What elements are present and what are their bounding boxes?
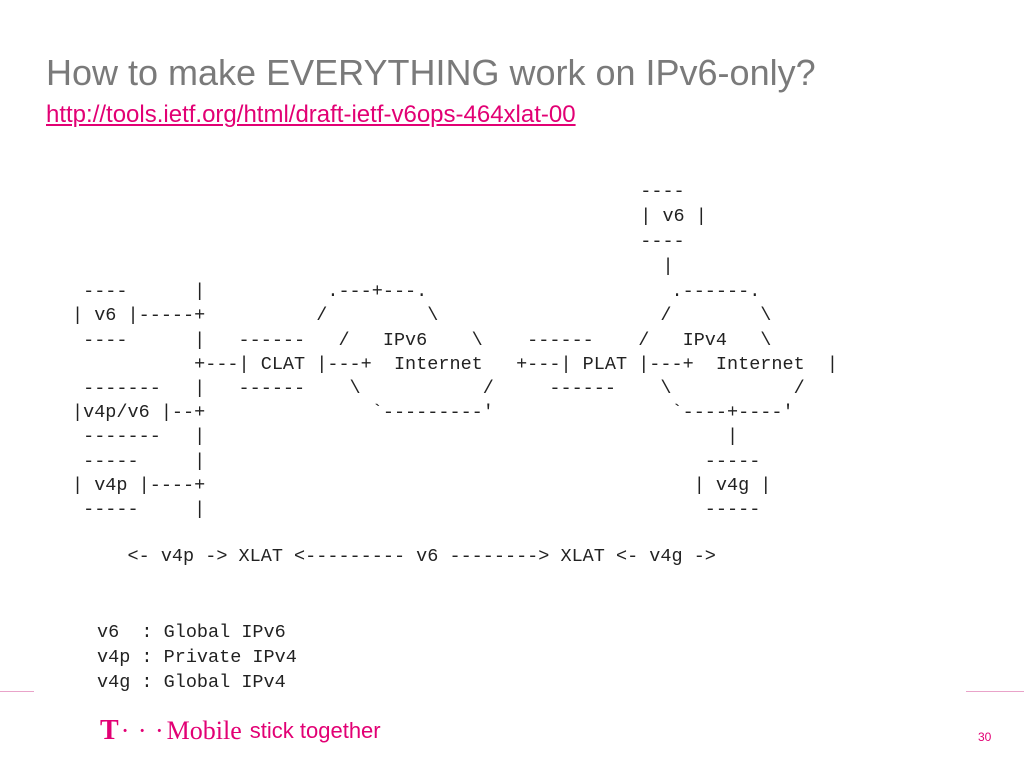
diagram-legend: v6 : Global IPv6 v4p : Private IPv4 v4g … [97, 620, 297, 695]
logo-tagline: stick together [249, 718, 381, 743]
diagram-line: ---- | ------ / IPv6 \ ------ / IPv4 \ [72, 330, 772, 351]
diagram-line: | v4p |----+ | v4g | [72, 475, 772, 496]
draft-link[interactable]: http://tools.ietf.org/html/draft-ietf-v6… [46, 101, 576, 128]
legend-item: v4g : Global IPv4 [97, 672, 286, 693]
logo-brand: Mobile [166, 716, 242, 745]
logo-dots: · · · [120, 716, 165, 745]
diagram-line: ---- [396, 181, 685, 202]
diagram-line: ---- [396, 231, 685, 252]
page-number: 30 [978, 730, 992, 744]
legend-item: v6 : Global IPv6 [97, 622, 286, 643]
diagram-line: | [396, 256, 674, 277]
legend-item: v4p : Private IPv4 [97, 647, 297, 668]
footer-divider-left [0, 691, 34, 692]
diagram-line: +---| CLAT |---+ Internet +---| PLAT |--… [72, 354, 839, 375]
diagram-line: ------- | ------ \ / ------ \ / [72, 378, 805, 399]
footer-divider-right [966, 691, 1024, 692]
diagram-line: ---- | .---+---. .------. [72, 281, 761, 302]
tmobile-logo: T · · · Mobile stick together [100, 715, 381, 746]
diagram-line: ----- | ----- [72, 451, 761, 472]
diagram-line: | v6 |-----+ / \ / \ [72, 305, 772, 326]
diagram-flow-line: <- v4p -> XLAT <--------- v6 --------> X… [72, 546, 716, 567]
diagram-line: ----- | ----- [72, 499, 761, 520]
slide-title: How to make EVERYTHING work on IPv6-only… [46, 52, 816, 93]
logo-t-mark: T [100, 715, 119, 746]
diagram-line: |v4p/v6 |--+ `---------' `----+----' [72, 402, 794, 423]
diagram-line: | v6 | [396, 206, 707, 227]
diagram-line: ------- | | [72, 426, 739, 447]
